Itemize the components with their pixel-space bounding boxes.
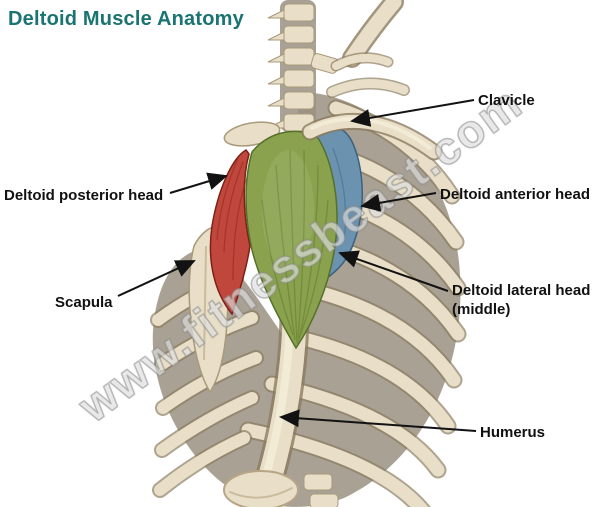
label-anterior-head: Deltoid anterior head: [440, 186, 591, 203]
deltoid-lateral-muscle: [245, 130, 338, 350]
deltoid-posterior-muscle: [209, 149, 251, 316]
label-lateral-head: Deltoid lateral head (middle): [452, 282, 591, 318]
spine-bone: [267, 0, 404, 132]
label-scapula: Scapula: [55, 294, 113, 311]
label-clavicle: Clavicle: [478, 92, 535, 109]
upper-ribs: [326, 52, 410, 98]
page-title: Deltoid Muscle Anatomy: [8, 8, 244, 30]
label-posterior-head: Deltoid posterior head: [4, 187, 164, 204]
label-humerus: Humerus: [480, 424, 546, 441]
lower-spine-bone: [303, 473, 339, 507]
